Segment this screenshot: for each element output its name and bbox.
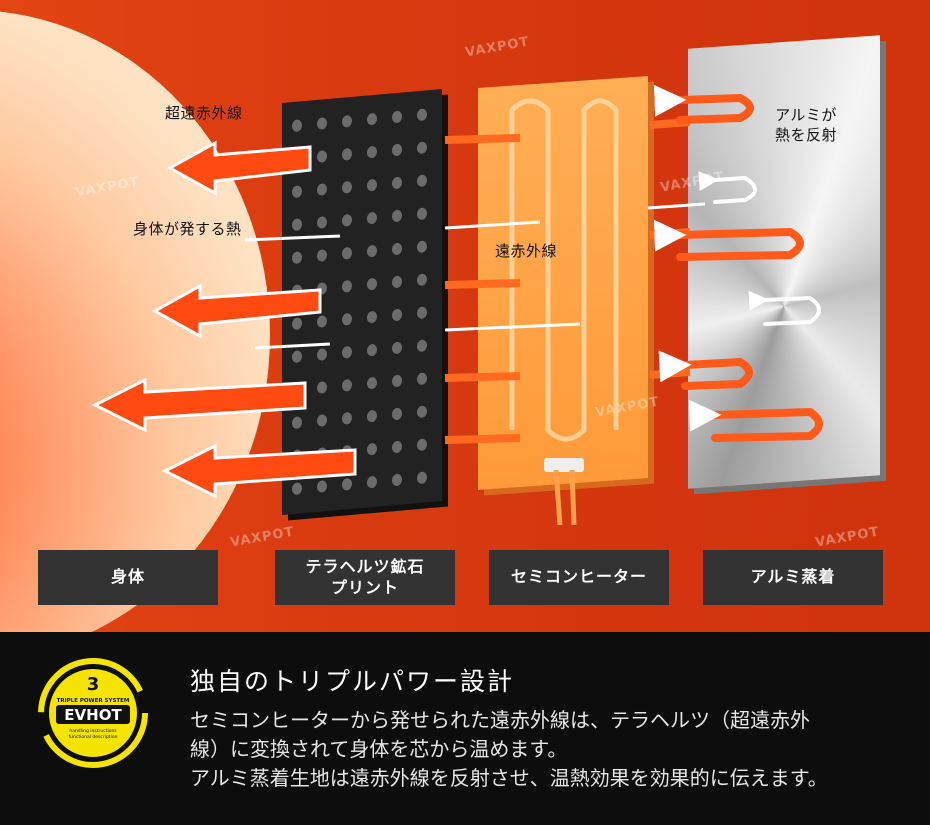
heater-connector — [544, 458, 584, 472]
tag-heater: セミコンヒーター — [489, 550, 669, 605]
infrared-bars — [444, 118, 691, 444]
arrow-layer — [91, 84, 823, 526]
evhot-logo: 3 TRIPLE POWER SYSTEM EVHOT handling ins… — [38, 658, 148, 768]
footer-body: セミコンヒーターから発せられた遠赤外線は、テラヘルツ（超遠赤外 線）に変換されて… — [190, 706, 910, 793]
arrow-3 — [91, 377, 307, 433]
arrow-1 — [166, 140, 312, 196]
footer-body-line: アルミ蒸着生地は遠赤外線を反射させ、温熱効果を効果的に伝えます。 — [190, 766, 828, 790]
arrow-2 — [151, 283, 322, 339]
logo-number: 3 — [87, 674, 100, 695]
tag-terahertz: テラヘルツ鉱石 プリント — [275, 550, 455, 605]
far-infrared-arrows — [91, 140, 357, 499]
logo-system: TRIPLE POWER SYSTEM — [57, 698, 130, 704]
logo-line2: functional description — [69, 734, 118, 740]
footer-body-line: 線）に変換されて身体を芯から温めます。 — [190, 737, 568, 761]
body-heat-lines — [244, 202, 706, 350]
footer-title: 独自のトリプルパワー設計 — [190, 667, 515, 696]
label-aluminum-reflect: アルミが 熱を反射 — [775, 106, 838, 144]
arrow-4 — [161, 443, 357, 499]
diagram-stage: 超遠赤外線 身体が発する熱 遠赤外線 アルミが 熱を反射 VAXPOT VAXP… — [0, 0, 930, 632]
heater-coil — [509, 98, 619, 442]
footer: 3 TRIPLE POWER SYSTEM EVHOT handling ins… — [0, 632, 930, 825]
reflection-arrows — [653, 84, 823, 442]
tag-aluminum: アルミ蒸着 — [703, 550, 883, 605]
label-far-infrared: 超遠赤外線 — [165, 104, 243, 122]
tag-body: 身体 — [38, 550, 218, 605]
footer-body-line: セミコンヒーターから発せられた遠赤外線は、テラヘルツ（超遠赤外 — [190, 708, 810, 732]
label-infrared: 遠赤外線 — [495, 242, 558, 260]
label-body-heat: 身体が発する熱 — [133, 220, 242, 238]
heater-cable — [553, 469, 577, 526]
logo-line1: handling instructions — [69, 728, 117, 734]
logo-brand: EVHOT — [64, 706, 122, 724]
